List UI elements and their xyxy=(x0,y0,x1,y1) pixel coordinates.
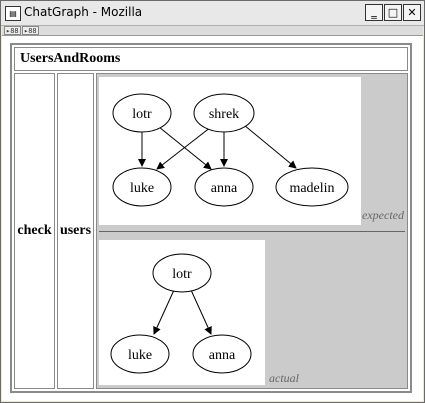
maximize-button[interactable]: □ xyxy=(384,4,402,21)
svg-text:shrek: shrek xyxy=(209,107,239,122)
edge-lotr-anna xyxy=(190,289,212,335)
svg-text:lotr: lotr xyxy=(172,267,192,282)
toolbar: ▸88 ▸88 xyxy=(2,26,423,36)
svg-text:luke: luke xyxy=(130,181,154,196)
check-cell: check xyxy=(14,73,55,389)
minimize-button[interactable]: ‗ xyxy=(365,4,383,21)
title-bar[interactable]: ▤ ChatGraph - Mozilla ‗ □ ✕ xyxy=(1,1,424,26)
actual-caption: actual xyxy=(269,371,299,385)
actual-graph: lotr luke anna xyxy=(110,253,252,374)
edge-shrek-luke xyxy=(156,126,212,170)
node-anna: anna xyxy=(194,167,254,207)
expected-graph-panel: lotr shrek luke anna xyxy=(99,77,361,225)
table-header: UsersAndRooms xyxy=(14,47,408,71)
node-madelin: madelin xyxy=(275,167,349,207)
toolbar-button-2[interactable]: ▸88 xyxy=(22,26,39,35)
page-content: UsersAndRooms check users xyxy=(2,36,423,401)
fixture-table: UsersAndRooms check users xyxy=(10,43,412,393)
svg-text:luke: luke xyxy=(128,348,152,363)
toolbar-button-1[interactable]: ▸88 xyxy=(4,26,21,35)
actual-graph-panel: lotr luke anna xyxy=(99,240,265,385)
node-lotr: lotr xyxy=(152,253,212,293)
node-lotr: lotr xyxy=(112,93,172,133)
users-cell: users xyxy=(57,73,94,389)
svg-text:anna: anna xyxy=(211,181,238,196)
document-icon[interactable]: ▤ xyxy=(5,6,21,21)
svg-text:anna: anna xyxy=(209,348,236,363)
node-shrek: shrek xyxy=(193,93,255,133)
svg-text:madelin: madelin xyxy=(289,181,334,196)
node-luke: luke xyxy=(110,334,170,374)
window-title: ChatGraph - Mozilla xyxy=(24,5,143,19)
svg-text:lotr: lotr xyxy=(132,107,152,122)
graphs-cell: lotr shrek luke anna xyxy=(96,73,408,389)
edge-shrek-madelin xyxy=(243,124,297,169)
edge-lotr-luke xyxy=(153,289,175,335)
expected-caption: expected xyxy=(362,208,404,222)
divider xyxy=(99,231,405,232)
edge-lotr-anna xyxy=(158,126,212,170)
close-button[interactable]: ✕ xyxy=(403,4,421,21)
node-luke: luke xyxy=(112,167,172,207)
expected-graph: lotr shrek luke anna xyxy=(112,93,349,207)
node-anna: anna xyxy=(192,334,252,374)
